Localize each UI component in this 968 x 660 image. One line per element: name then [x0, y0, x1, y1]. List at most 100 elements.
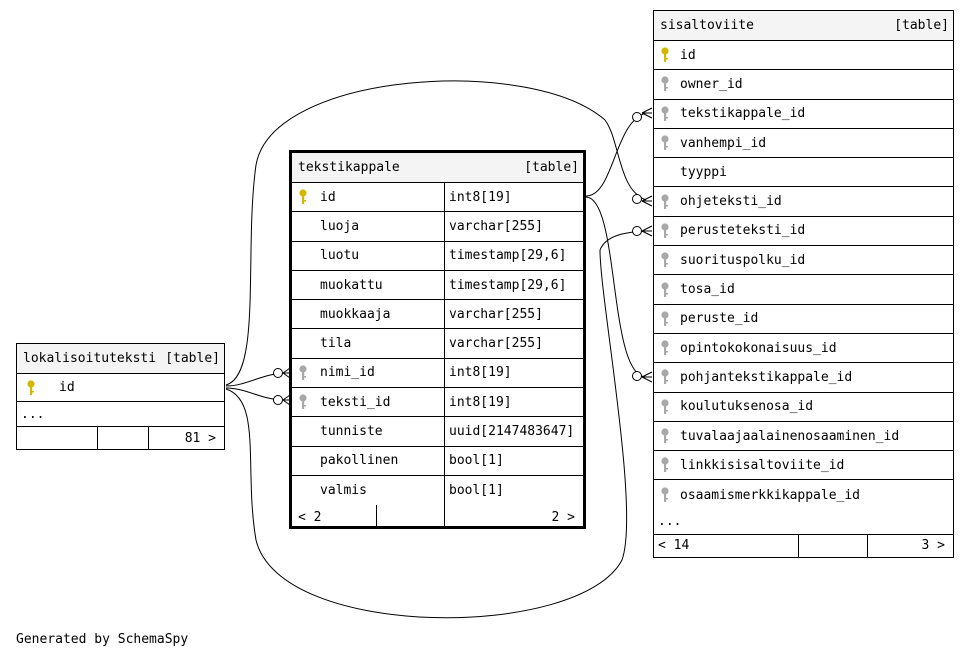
column-name: tosa_id [680, 282, 735, 298]
table-kind: [table] [524, 160, 579, 175]
column-row-tyyppi[interactable]: tyyppi [654, 158, 953, 188]
primary-key-icon [654, 47, 676, 63]
column-row-tosa-id[interactable]: tosa_id [654, 275, 953, 305]
column-row-osaamismerkkikappale-id[interactable]: osaamismerkkikappale_id [654, 480, 953, 509]
table-header: lokalisoituteksti [table] [17, 344, 224, 374]
column-type: timestamp[29,6] [444, 241, 583, 270]
column-type: varchar[255] [444, 329, 583, 358]
column-row-pohjantekstikappale-id[interactable]: pohjantekstikappale_id [654, 363, 953, 393]
foreign-key-icon [654, 311, 676, 327]
column-name: koulutuksenosa_id [680, 399, 814, 415]
column-name: muokkaaja [320, 306, 391, 322]
column-type: bool[1] [444, 446, 583, 475]
foreign-key-icon [654, 340, 676, 356]
column-name: tunniste [320, 424, 383, 440]
more-columns-row: ... [17, 402, 224, 427]
column-type: int8[19] [444, 388, 583, 417]
footer-left: < 2 [292, 505, 377, 530]
column-name: ohjeteksti_id [680, 194, 782, 210]
column-name: id [320, 189, 336, 205]
primary-key-icon [292, 189, 314, 205]
column-row-linkkisisaltoviite-id[interactable]: linkkisisaltoviite_id [654, 451, 953, 481]
foreign-key-icon [292, 394, 314, 410]
edge-end-circle [273, 395, 283, 405]
column-name: teksti_id [320, 394, 391, 410]
foreign-key-icon [654, 135, 676, 151]
more-columns: ... [21, 406, 45, 422]
footer-right: 2 > [551, 509, 575, 525]
footer-left: < 14 [654, 534, 799, 557]
column-row-opintokokonaisuus-id[interactable]: opintokokonaisuus_id [654, 334, 953, 364]
column-type: timestamp[29,6] [444, 270, 583, 300]
column-row-suorituspolku-id[interactable]: suorituspolku_id [654, 246, 953, 276]
foreign-key-icon [654, 369, 676, 385]
column-name: tekstikappale_id [680, 106, 806, 122]
column-name: pohjantekstikappale_id [680, 369, 853, 385]
column-type: bool[1] [444, 475, 583, 506]
table-kind: [table] [165, 351, 220, 366]
column-name: suorituspolku_id [680, 252, 806, 268]
table-header: tekstikappale [table] [292, 153, 583, 183]
column-row-pakollinen[interactable]: pakollinen bool[1] [292, 446, 583, 476]
column-name: pakollinen [320, 453, 399, 469]
edge-tekstikappale-tekstikappale-id [585, 112, 647, 197]
foreign-key-icon [654, 194, 676, 210]
generated-by-label: Generated by SchemaSpy [16, 632, 189, 647]
footer-middle [799, 534, 868, 557]
foreign-key-icon [654, 428, 676, 444]
column-row[interactable]: id [17, 374, 224, 402]
column-name: peruste_id [680, 311, 759, 327]
column-row-tuvalaajaalainenosaaminen-id[interactable]: tuvalaajaalainenosaaminen_id [654, 422, 953, 452]
foreign-key-icon [654, 487, 676, 503]
table-lokalisoituteksti[interactable]: lokalisoituteksti [table] id ... 81 > [16, 343, 225, 450]
column-row-tekstikappale-id[interactable]: tekstikappale_id [654, 100, 953, 129]
column-row-vanhempi-id[interactable]: vanhempi_id [654, 129, 953, 159]
column-name: id [59, 380, 75, 395]
table-kind: [table] [894, 18, 949, 33]
column-row-peruste-id[interactable]: peruste_id [654, 305, 953, 334]
edge-crowfoot [641, 195, 653, 207]
edge-crowfoot [641, 107, 653, 119]
foreign-key-icon [654, 399, 676, 415]
foreign-key-icon [654, 252, 676, 268]
edge-lokalisoituteksti-ohjeteksti-id [225, 80, 647, 386]
edge-end-circle [632, 194, 642, 204]
column-name: nimi_id [320, 365, 375, 381]
column-name: osaamismerkkikappale_id [680, 487, 861, 503]
column-name: perusteteksti_id [680, 223, 806, 239]
column-name: tuvalaajaalainenosaaminen_id [680, 428, 900, 444]
footer-middle [98, 427, 149, 449]
edge-end-circle [632, 226, 642, 236]
column-row-valmis[interactable]: valmis bool[1] [292, 475, 583, 506]
more-columns-row: ... [654, 510, 953, 535]
edge-end-circle [273, 368, 283, 378]
column-name: tyyppi [680, 164, 727, 180]
column-name: valmis [320, 483, 367, 499]
edge-crowfoot [282, 394, 291, 406]
column-name: id [680, 47, 696, 63]
foreign-key-icon [292, 365, 314, 381]
column-type: varchar[255] [444, 212, 583, 241]
footer-right: 81 > [184, 430, 216, 446]
table-name: lokalisoituteksti [23, 351, 157, 366]
column-row-teksti-id[interactable]: teksti_id int8[19] [292, 388, 583, 418]
column-row-owner-id[interactable]: owner_id [654, 70, 953, 100]
column-row-koulutuksenosa-id[interactable]: koulutuksenosa_id [654, 393, 953, 422]
column-row-id[interactable]: id [654, 41, 953, 71]
foreign-key-icon [654, 281, 676, 298]
edge-crowfoot [641, 371, 653, 383]
column-row-ohjeteksti-id[interactable]: ohjeteksti_id [654, 187, 953, 217]
foreign-key-icon [654, 223, 676, 239]
column-row-perusteteksti-id[interactable]: perusteteksti_id [654, 217, 953, 247]
